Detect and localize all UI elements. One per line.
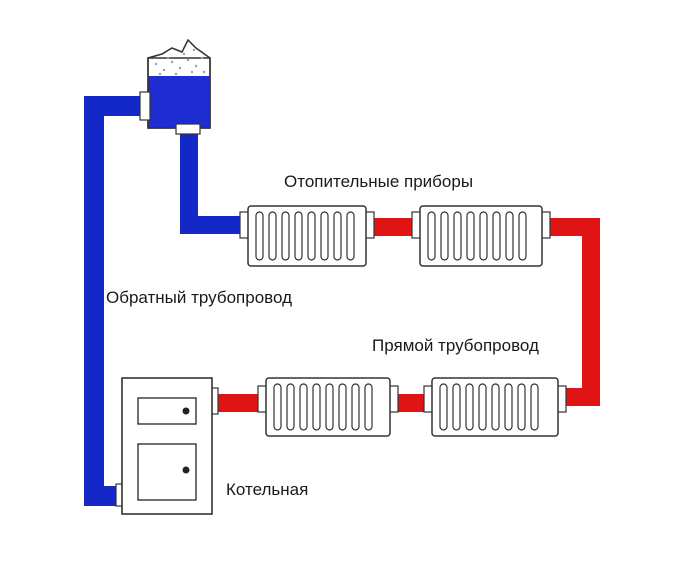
radiator-icon xyxy=(411,205,551,267)
boiler-icon xyxy=(115,377,219,515)
expansion-tank-icon xyxy=(139,38,211,135)
label-boiler-room: Котельная xyxy=(226,480,309,499)
radiator-icon xyxy=(257,377,399,437)
return-pipe xyxy=(84,96,250,506)
label-heating-devices: Отопительные приборы xyxy=(284,172,474,191)
label-return-pipe: Обратный трубопровод xyxy=(106,288,292,307)
label-supply-pipe: Прямой трубопровод xyxy=(372,336,539,355)
radiator-icon xyxy=(423,377,567,437)
radiator-icon xyxy=(239,205,375,267)
